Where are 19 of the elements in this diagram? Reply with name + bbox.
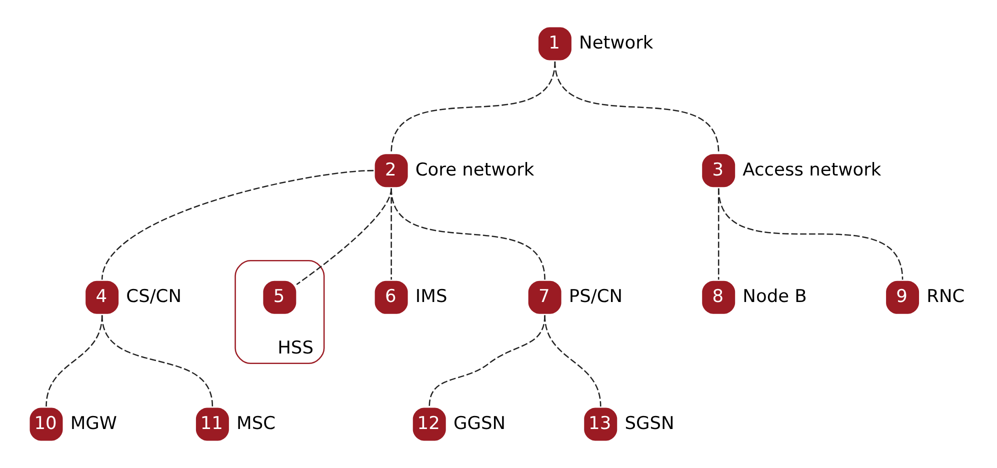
node-label: MSC [236,414,276,434]
node-label: Access network [742,160,882,180]
node-label: RNC [926,287,965,308]
node-label: CS/CN [126,287,182,308]
node-label: PS/CN [568,287,623,308]
connector [101,315,214,407]
node-label: IMS [415,287,448,308]
node-label: Node B [742,287,807,308]
connector [390,188,546,280]
connector [554,61,720,153]
node-label: Network [579,33,654,54]
connector [101,170,374,280]
node-label: MGW [70,414,117,434]
connector [544,315,602,407]
connector [718,188,904,280]
node-label: GGSN [453,414,506,434]
connector [390,61,556,153]
node-label: SGSN [624,414,674,434]
node-label: Core network [415,160,534,180]
